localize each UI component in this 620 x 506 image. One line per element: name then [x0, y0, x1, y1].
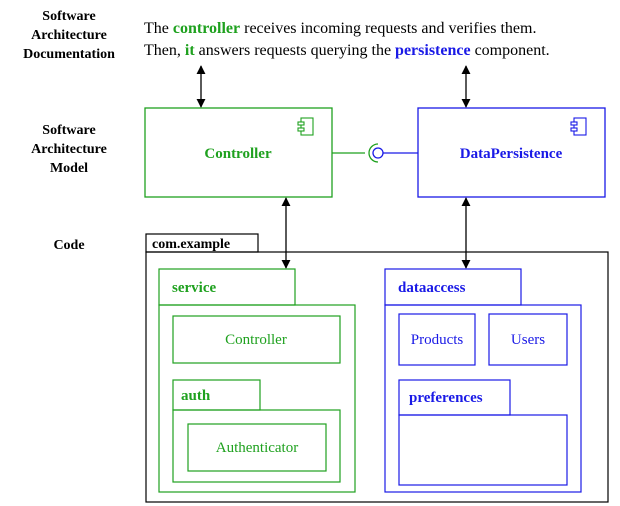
- package-tab: [172, 379, 261, 411]
- socket-icon: [368, 143, 379, 163]
- ball-icon: [372, 147, 384, 159]
- class-label: Users: [511, 332, 545, 348]
- package-tab: [158, 268, 296, 306]
- package-dataaccess: dataaccess: [384, 268, 582, 493]
- package-label: service: [172, 280, 216, 296]
- documentation-line-1: The controller receives incoming request…: [144, 18, 614, 40]
- doc-text: The: [144, 20, 173, 37]
- doc-text: component.: [470, 42, 550, 59]
- documentation-text: The controller receives incoming request…: [144, 18, 614, 62]
- class-label: Controller: [225, 332, 287, 348]
- doc-text: Then,: [144, 42, 185, 59]
- controller-keyword: controller: [172, 20, 241, 37]
- package-preferences: preferences: [398, 379, 568, 486]
- class-label: Authenticator: [216, 440, 298, 456]
- package-body: [145, 251, 609, 503]
- class-users: Users: [488, 313, 568, 366]
- package-label: auth: [181, 388, 211, 404]
- package-tab: [398, 379, 511, 416]
- package-auth: auth: [172, 379, 341, 483]
- model-label-line: Software: [42, 123, 96, 138]
- it-keyword: it: [184, 42, 195, 59]
- class-box: [172, 315, 341, 364]
- package-label: com.example: [152, 237, 230, 252]
- package-label: dataaccess: [398, 280, 466, 296]
- component-icon: [570, 117, 587, 136]
- documentation-label-line: Software: [42, 9, 96, 24]
- model-label-line: Architecture: [31, 142, 107, 157]
- class-authenticator: Authenticator: [187, 423, 327, 472]
- package-body: [158, 304, 356, 493]
- documentation-line-2: Then, it answers requests querying the p…: [144, 40, 614, 62]
- doc-text: answers requests querying the: [194, 42, 396, 59]
- class-label: Products: [411, 332, 464, 348]
- class-products: Products: [398, 313, 476, 366]
- interface-connector: [332, 143, 418, 163]
- documentation-label: Software Architecture Documentation: [10, 7, 128, 64]
- code-label: Code: [53, 238, 85, 253]
- documentation-label-line: Documentation: [23, 47, 115, 62]
- class-box: [398, 313, 476, 366]
- class-box: [488, 313, 568, 366]
- package-body: [398, 414, 568, 486]
- persistence-component: DataPersistence: [417, 107, 606, 198]
- documentation-label-line: Architecture: [31, 28, 107, 43]
- package-body: [172, 409, 341, 483]
- package-service: service: [158, 268, 356, 493]
- class-controller: Controller: [172, 315, 341, 364]
- controller-component-label: Controller: [204, 146, 272, 162]
- persistence-component-label: DataPersistence: [460, 146, 563, 162]
- component-icon: [297, 117, 314, 136]
- model-label-line: Model: [49, 161, 89, 176]
- doc-text: receives incoming requests and verifies …: [240, 20, 537, 37]
- package-tab: [384, 268, 522, 306]
- package-label: preferences: [409, 390, 483, 406]
- class-box: [187, 423, 327, 472]
- controller-component: Controller: [144, 107, 333, 198]
- persistence-keyword: persistence: [395, 42, 471, 59]
- model-label: Software Architecture Model: [10, 121, 128, 178]
- package-com-example: com.example: [145, 233, 609, 503]
- package-body: [384, 304, 582, 493]
